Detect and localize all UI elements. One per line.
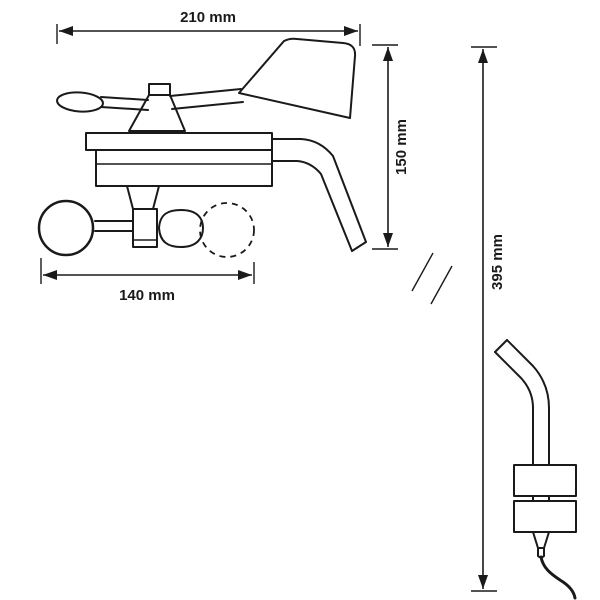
anemometer-cup-left	[37, 199, 95, 257]
counterweight	[56, 91, 149, 113]
mounting-pole-lower	[494, 339, 550, 466]
arm-cut-end	[351, 241, 367, 252]
dim-label-height-150: 150 mm	[393, 119, 410, 175]
dim-label-height-total: 395 mm	[489, 234, 506, 290]
cup-hub	[132, 208, 158, 248]
dimension-width-bottom: 140 mm	[40, 258, 255, 304]
sensor-cable	[539, 555, 577, 600]
dimension-height-150: 150 mm	[372, 44, 410, 250]
cable	[539, 555, 577, 600]
pole-cut-end	[494, 339, 508, 353]
anemometer-rotor	[37, 199, 255, 258]
anemometer-cup-right	[158, 209, 204, 248]
vane-hub	[128, 83, 186, 132]
mounting-arm-upper	[271, 138, 367, 252]
bracket-block-upper	[513, 464, 577, 497]
wind-vane-fin	[238, 37, 357, 119]
body-top-plate	[85, 132, 273, 151]
body-lower-housing	[95, 149, 273, 187]
counterweight-ball	[56, 91, 104, 113]
vane-arm	[169, 88, 244, 110]
dim-label-width-top: 210 mm	[180, 9, 236, 26]
pipe-break-marks	[411, 252, 453, 305]
dimension-width-top: 210 mm	[56, 9, 361, 46]
hub-shaft-cap	[148, 83, 171, 96]
anemometer-cup-rear-dashed	[199, 202, 255, 258]
body-neck	[126, 185, 160, 210]
dimension-height-395: 395 mm	[471, 46, 506, 592]
vane-fin-blade	[238, 37, 357, 119]
mounting-bracket	[513, 464, 577, 559]
bracket-block-lower	[513, 500, 577, 533]
sensor-body	[85, 132, 273, 210]
dim-label-width-bottom: 140 mm	[119, 287, 175, 304]
hub-cone	[128, 94, 186, 132]
